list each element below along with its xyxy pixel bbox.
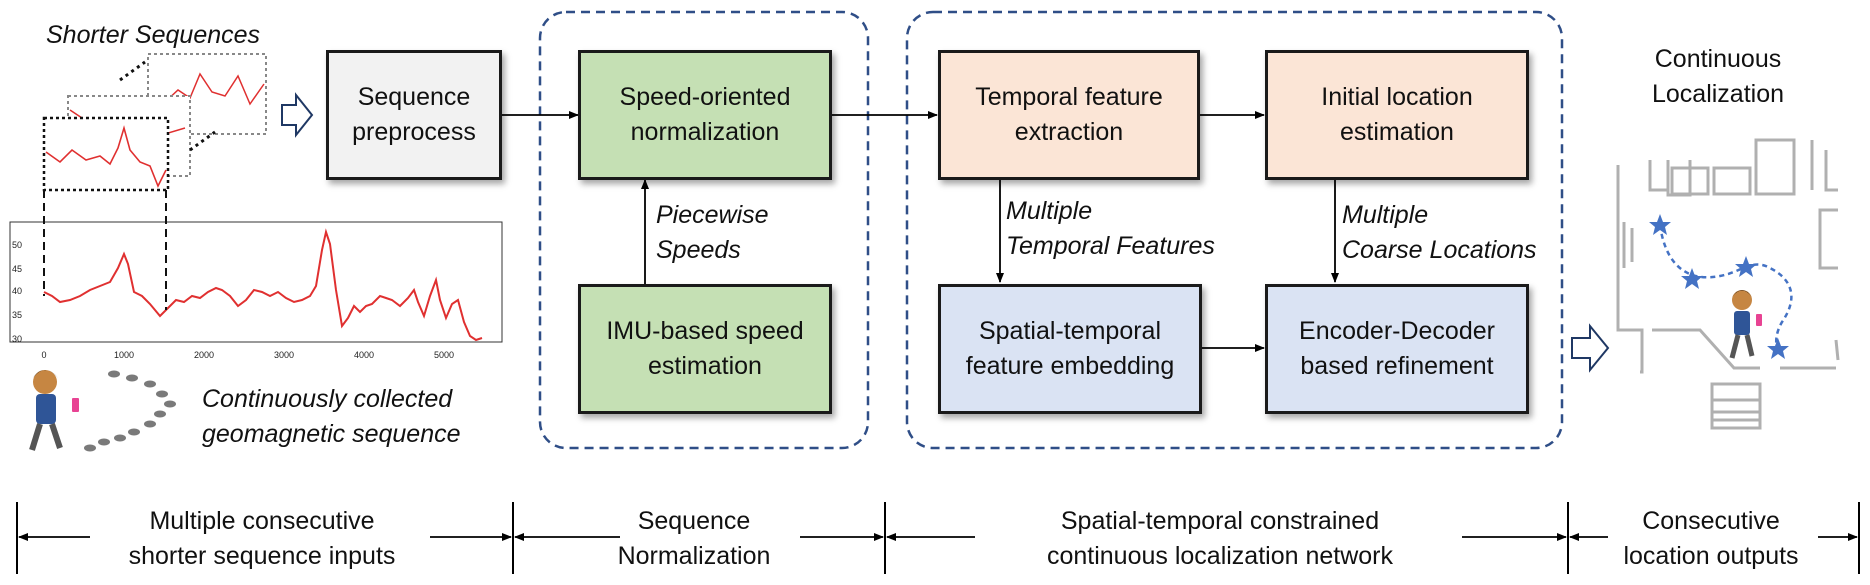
location-star-icon [1735,256,1757,277]
plot-y-tick-label: 50 [12,240,22,250]
plot-x-tick-label: 5000 [434,350,454,360]
plot-y-tick-label: 45 [12,264,22,274]
stage-dividers [16,502,1860,574]
plot-y-tick-label: 30 [12,334,22,344]
plot-y-tick-label: 40 [12,286,22,296]
hollow-arrow-output [1571,323,1610,373]
stage-label-network: Spatial-temporal constrained continuous … [1046,507,1394,570]
flow-arrows [502,111,1339,352]
stage-label-normalization: Sequence Normalization [617,507,771,570]
map-person-icon [1729,290,1762,359]
plot-y-tick-labels: 50 45 40 35 30 [12,240,22,344]
box-speed-normalization: Speed-oriented normalization [578,50,832,180]
group-network [905,10,1564,450]
geomagnetic-signal [43,228,483,342]
plot-x-tick-label: 4000 [354,350,374,360]
plot-x-tick-labels: 0 1000 2000 3000 4000 5000 [41,350,454,360]
edge-label-multiple-temporal-features: Multiple Temporal Features [1006,197,1215,260]
plot-y-tick-label: 35 [12,310,22,320]
location-star-icon [1649,214,1671,235]
walking-person-icon [29,370,79,451]
trajectory-path [1658,224,1793,351]
collected-sequence-label: Continuously collected geomagnetic seque… [202,385,461,448]
box-encoder-decoder-refinement: Encoder-Decoder based refinement [1265,284,1529,414]
indoor-floor-map [1616,138,1840,430]
location-star-icons [1649,214,1789,359]
plot-x-tick-label: 1000 [114,350,134,360]
box-initial-location-estimation: Initial location estimation [1265,50,1529,180]
stage-label-inputs: Multiple consecutive shorter sequence in… [128,507,396,570]
location-star-icon [1767,338,1789,359]
stage-label-outputs: Consecutive location outputs [1623,507,1799,570]
box-imu-speed-estimation: IMU-based speed estimation [578,284,832,414]
box-spatial-temporal-embedding: Spatial-temporal feature embedding [938,284,1202,414]
plot-x-tick-label: 3000 [274,350,294,360]
geomagnetic-plot: 50 45 40 35 30 0 1000 2000 3000 4000 500… [9,190,503,360]
footprints-icon [84,370,176,452]
edge-label-piecewise-speeds: Piecewise Speeds [656,201,769,264]
shorter-sequences-label: Shorter Sequences [46,21,261,49]
edge-label-multiple-coarse-locations: Multiple Coarse Locations [1342,201,1537,264]
plot-x-tick-label: 2000 [194,350,214,360]
shorter-sequence-thumbnails [42,53,267,192]
group-normalization [538,10,870,450]
plot-x-tick-label: 0 [41,350,46,360]
output-title: Continuous Localization [1651,45,1785,108]
box-sequence-preprocess: Sequence preprocess [326,50,502,180]
box-temporal-feature-extraction: Temporal feature extraction [938,50,1200,180]
hollow-arrow-input [281,92,314,138]
location-star-icon [1681,268,1703,289]
